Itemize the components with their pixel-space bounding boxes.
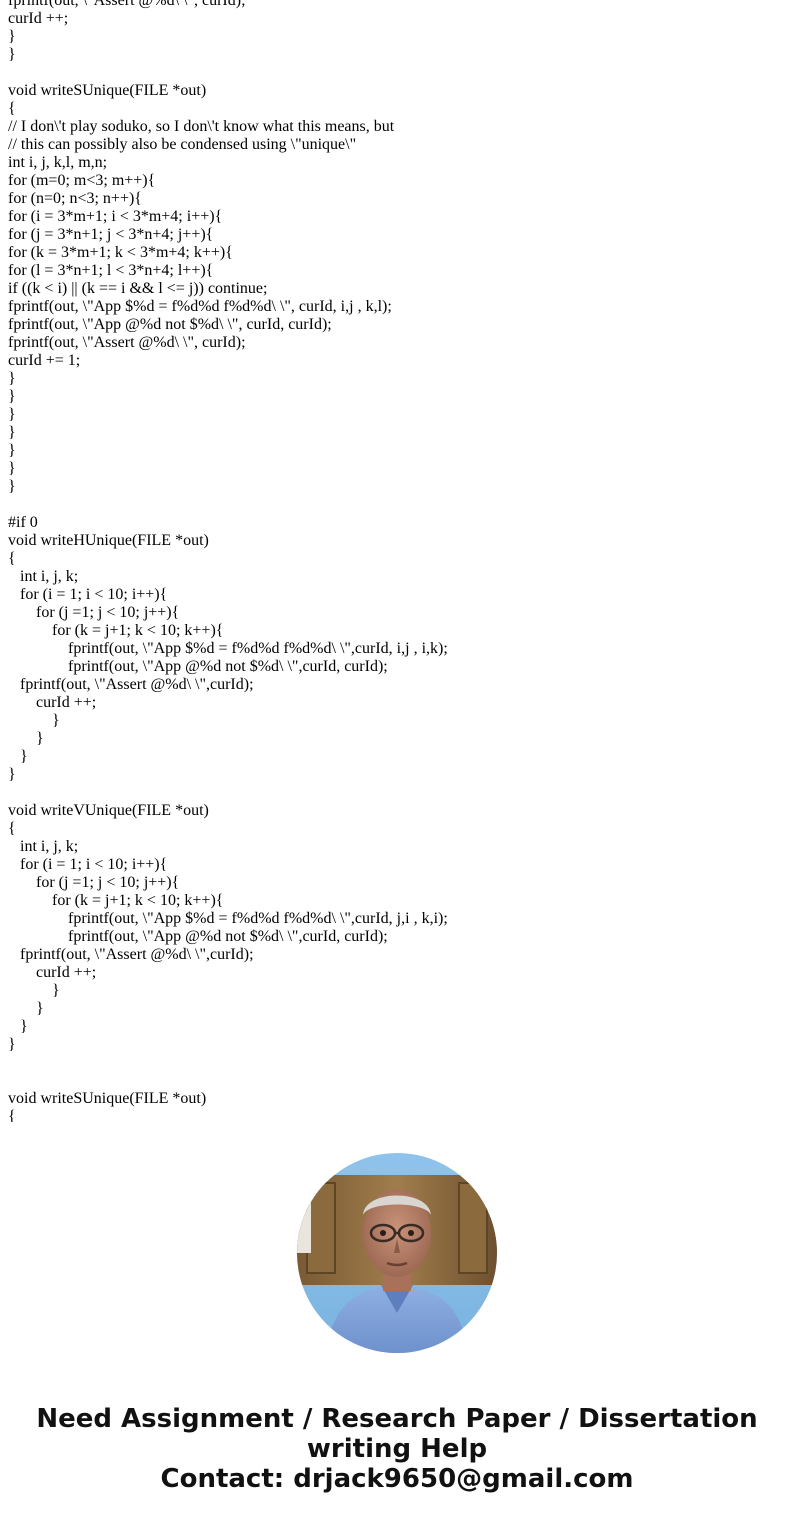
code-line: void writeSUnique(FILE *out) [8,1090,207,1107]
code-line: for (m=0; m<3; m++){ [8,172,156,189]
code-line: // this can possibly also be condensed u… [8,136,357,153]
code-line [8,1054,788,1072]
code-line: fprintf(out, \"App $%d = f%d%d f%d%d\ \"… [8,640,448,657]
code-line: fprintf(out, \"Assert @%d\ \",curId); [8,946,254,963]
code-line: { [8,820,16,837]
code-line: } [8,388,16,405]
code-listing: fprintf(out, \"Assert @%d\ \", curId);cu… [8,0,788,1122]
code-line: fprintf(out, \"App @%d not $%d\ \",curId… [8,928,388,945]
code-line: for (k = 3*m+1; k < 3*m+4; k++){ [8,244,233,261]
code-line: void writeVUnique(FILE *out) [8,802,209,819]
promo-line-1: Need Assignment / Research Paper / Disse… [36,1404,758,1434]
code-line: void writeSUnique(FILE *out) [8,82,207,99]
code-line: curId += 1; [8,352,81,369]
portrait-image [297,1153,497,1353]
code-line: fprintf(out, \"App @%d not $%d\ \", curI… [8,316,332,333]
author-photo [297,1153,497,1353]
code-line [8,784,788,802]
code-line: #if 0 [8,514,38,531]
code-line: fprintf(out, \"Assert @%d\ \",curId); [8,676,254,693]
code-line: for (l = 3*n+1; l < 3*n+4; l++){ [8,262,214,279]
code-line: curId ++; [8,10,69,27]
code-line: // I don\'t play soduko, so I don\'t kno… [8,118,395,135]
code-line: } [8,460,16,477]
code-line: fprintf(out, \"Assert @%d\ \", curId); [8,0,246,9]
code-line: } [8,766,16,783]
code-line: int i, j, k,l, m,n; [8,154,108,171]
code-line: } [8,478,16,495]
code-line: { [8,550,16,567]
code-line: } [8,28,16,45]
code-line: if ((k < i) || (k == i && l <= j)) conti… [8,280,268,297]
code-line: for (i = 1; i < 10; i++){ [8,586,168,603]
code-line: fprintf(out, \"App $%d = f%d%d f%d%d\ \"… [8,298,392,315]
code-line: { [8,100,16,117]
code-line [8,1072,788,1090]
code-line: for (n=0; n<3; n++){ [8,190,142,207]
code-line: fprintf(out, \"App @%d not $%d\ \",curId… [8,658,388,675]
code-line [8,496,788,514]
code-line: } [8,406,16,423]
code-line: } [8,1036,16,1053]
code-line: } [8,424,16,441]
code-line: for (j =1; j < 10; j++){ [8,874,180,891]
code-line: for (k = j+1; k < 10; k++){ [8,892,224,909]
code-line: int i, j, k; [8,568,79,585]
code-line: } [8,442,16,459]
code-line: } [8,712,60,729]
code-line: } [8,46,16,63]
code-line: } [8,730,44,747]
code-line: } [8,748,28,765]
code-line: for (k = j+1; k < 10; k++){ [8,622,224,639]
code-line: fprintf(out, \"App $%d = f%d%d f%d%d\ \"… [8,910,448,927]
code-line: } [8,982,60,999]
code-line: for (j =1; j < 10; j++){ [8,604,180,621]
code-line: for (j = 3*n+1; j < 3*n+4; j++){ [8,226,214,243]
code-line: } [8,1000,44,1017]
code-line: curId ++; [8,964,97,981]
code-line: fprintf(out, \"Assert @%d\ \", curId); [8,334,246,351]
code-line [8,64,788,82]
promo-contact: Contact: drjack9650@gmail.com [160,1464,634,1494]
code-line: int i, j, k; [8,838,79,855]
code-line: } [8,1018,28,1035]
code-line: { [8,1108,16,1122]
code-line: for (i = 3*m+1; i < 3*m+4; i++){ [8,208,223,225]
promo-banner: Need Assignment / Research Paper / Disse… [0,1404,794,1494]
promo-line-2: writing Help [306,1434,488,1464]
code-line: for (i = 1; i < 10; i++){ [8,856,168,873]
code-line: } [8,370,16,387]
code-line: void writeHUnique(FILE *out) [8,532,209,549]
code-line: curId ++; [8,694,97,711]
